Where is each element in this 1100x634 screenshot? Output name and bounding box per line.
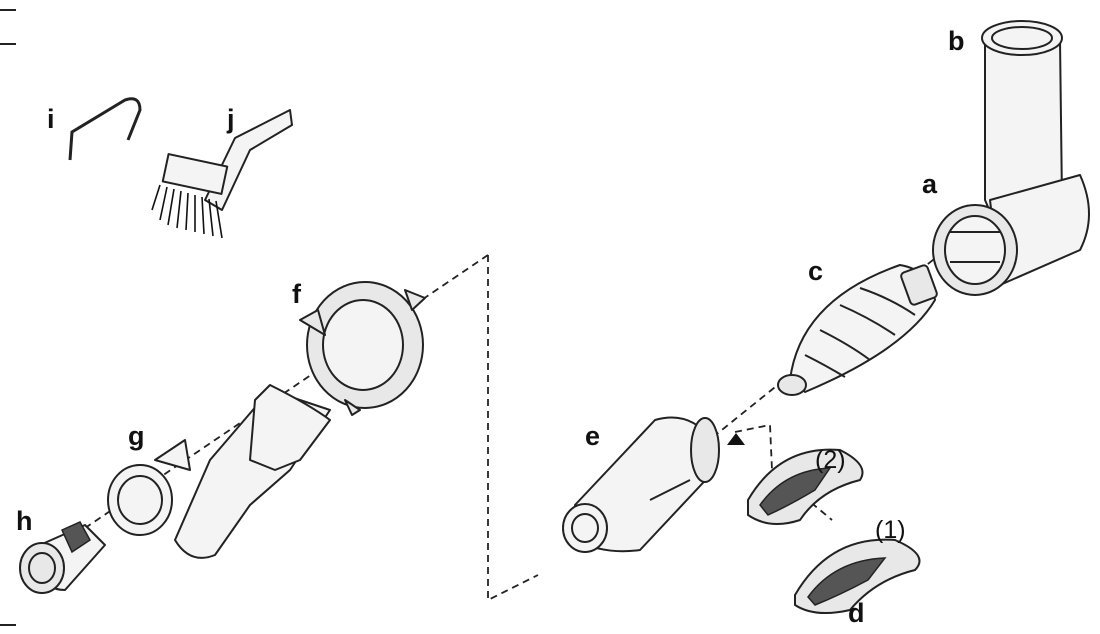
locking-ring — [299, 281, 426, 416]
strainer-1 — [794, 538, 921, 615]
chute — [107, 384, 331, 559]
cleaning-brush — [151, 109, 293, 239]
auger-screw — [777, 264, 938, 396]
nozzle — [19, 521, 106, 594]
label-f: f — [292, 279, 302, 309]
label-b: b — [948, 26, 965, 56]
label-j: j — [226, 104, 235, 134]
label-e: e — [585, 421, 600, 451]
position-marker-2: (2) — [815, 446, 846, 474]
hook-tool — [68, 97, 142, 161]
edge-marks — [0, 9, 16, 626]
label-i: i — [47, 104, 55, 134]
housing-with-feed-tube — [932, 20, 1090, 296]
cone-housing — [562, 416, 745, 553]
brush-bristles — [151, 184, 223, 239]
label-a: a — [922, 169, 938, 199]
label-d: d — [848, 598, 865, 628]
label-g: g — [128, 421, 145, 451]
label-c: c — [808, 256, 823, 286]
position-marker-1: (1) — [875, 516, 906, 544]
label-h: h — [16, 506, 33, 536]
strainer-2 — [747, 448, 864, 525]
alignment-arrow-marker — [727, 433, 745, 445]
